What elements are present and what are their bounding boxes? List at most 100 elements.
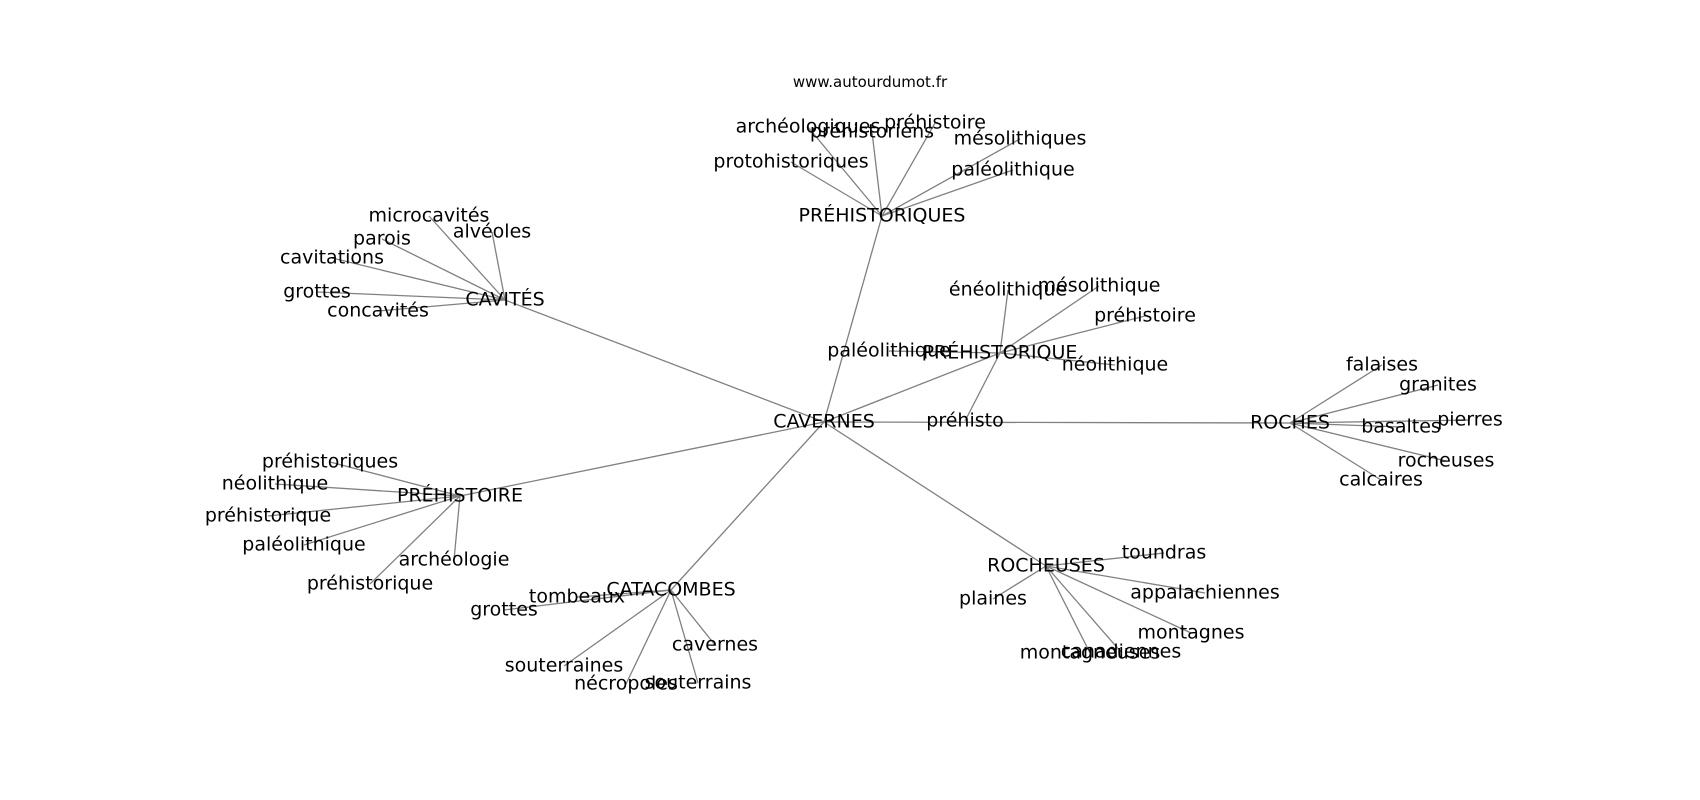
node-leaf: préhistorique: [306, 572, 434, 595]
edge-hub-leaf: [625, 589, 672, 685]
edge-center-hub: [823, 421, 1047, 567]
node-leaf: énéolithique: [948, 278, 1068, 301]
edge-center-hub: [459, 421, 825, 497]
edge-hub-leaf: [1289, 419, 1471, 424]
edge-hub-leaf: [992, 565, 1047, 600]
edge-hub-leaf: [1045, 565, 1192, 634]
edge-hub-leaf: [491, 231, 506, 301]
node-leaf: néolithique: [1061, 353, 1169, 376]
node-leaf: granites: [1399, 373, 1477, 396]
node-leaf: souterrains: [644, 671, 752, 694]
edge-hub-leaf: [1289, 422, 1402, 428]
node-hub: PRÉHISTORIQUE: [922, 341, 1078, 364]
edge-center-hub: [823, 352, 1001, 423]
node-leaf: basaltes: [1361, 415, 1441, 438]
edge-hub-leaf: [888, 350, 1001, 354]
node-leaf: souterraines: [504, 654, 624, 677]
node-leaf: rocheuses: [1397, 449, 1495, 472]
node-leaf: pierres: [1437, 408, 1503, 431]
node-leaf: montagnes: [1137, 621, 1245, 644]
node-leaf: protohistoriques: [713, 150, 869, 173]
edge-hub-leaf: [807, 126, 883, 217]
node-leaf: tombeaux: [528, 585, 626, 608]
node-leaf: préhisto: [926, 409, 1004, 432]
node-hub: PRÉHISTOIRE: [397, 484, 523, 507]
node-leaf: parois: [353, 227, 411, 250]
edge-hub-leaf: [503, 589, 672, 611]
node-hub: PRÉHISTORIQUES: [798, 204, 966, 227]
edge-hub-leaf: [576, 589, 672, 598]
node-leaf: préhistorique: [204, 504, 332, 527]
edge-hub-leaf: [1289, 422, 1382, 481]
edge-center-hub: [504, 299, 825, 423]
edge-hub-leaf: [453, 495, 461, 561]
node-leaf: calcaires: [1339, 468, 1423, 491]
edge-hub-leaf: [1045, 552, 1165, 567]
edge-hub-leaf: [999, 352, 1116, 366]
node-leaf: paléolithique: [951, 158, 1075, 181]
node-leaf: néolithique: [221, 472, 329, 495]
edge-hub-leaf: [316, 291, 506, 301]
node-leaf: appalachiennes: [1130, 581, 1280, 604]
node-leaf: grottes: [283, 280, 351, 303]
edge-center-hub: [823, 215, 883, 423]
edge-hub-leaf: [1289, 422, 1447, 462]
edge-hub-leaf: [881, 122, 936, 217]
node-leaf: canadiennes: [1060, 640, 1182, 663]
edge-center-hub: [823, 421, 1291, 424]
edge-hub-leaf: [881, 138, 1021, 217]
node-hub: ROCHEUSES: [987, 554, 1105, 577]
edge-center-hub: [670, 421, 825, 591]
source-label: www.autourdumot.fr: [792, 73, 948, 91]
node-leaf: paléolithique: [827, 339, 951, 362]
edge-hub-leaf: [1289, 364, 1383, 424]
node-center: CAVERNES: [773, 410, 875, 433]
node-hub: CATACOMBES: [606, 578, 736, 601]
node-leaf: mésolithiques: [953, 127, 1087, 150]
edge-hub-leaf: [381, 238, 506, 301]
edge-hub-leaf: [331, 257, 506, 301]
node-leaf: préhistoriens: [809, 120, 935, 143]
node-leaf: concavités: [327, 299, 429, 322]
edge-hub-leaf: [369, 495, 461, 585]
edge-hub-leaf: [999, 285, 1100, 354]
node-leaf: alvéoles: [452, 220, 532, 243]
node-leaf: cavitations: [280, 246, 384, 269]
edge-hub-leaf: [377, 299, 506, 312]
edge-hub-leaf: [871, 131, 883, 217]
node-leaf: archéologiques: [735, 115, 881, 138]
node-leaf: préhistoire: [1094, 304, 1196, 327]
node-hub: CAVITÉS: [465, 288, 545, 311]
edge-hub-leaf: [964, 352, 1001, 422]
node-leaf: cavernes: [671, 633, 759, 656]
edge-hub-leaf: [329, 461, 461, 497]
node-leaf: microcavités: [368, 204, 490, 227]
edge-hub-leaf: [999, 289, 1009, 354]
node-leaf: archéologie: [398, 548, 510, 571]
edge-hub-leaf: [428, 215, 506, 301]
node-leaf: paléolithique: [242, 533, 366, 556]
node-leaf: nécropoles: [574, 672, 678, 695]
edge-hub-leaf: [274, 483, 461, 497]
edge-hub-leaf: [670, 589, 716, 646]
edge-hub-leaf: [670, 589, 699, 684]
edge-hub-leaf: [1289, 384, 1439, 424]
edge-hub-leaf: [303, 495, 461, 546]
edge-hub-leaf: [267, 495, 461, 517]
node-leaf: mésolithique: [1037, 274, 1161, 297]
node-leaf: falaises: [1345, 353, 1419, 376]
node-leaf: préhistoriques: [261, 450, 399, 473]
edge-hub-leaf: [790, 161, 883, 217]
node-leaf: montagneuses: [1019, 641, 1161, 664]
edge-hub-leaf: [999, 315, 1146, 354]
edge-hub-leaf: [1045, 565, 1091, 654]
edge-hub-leaf: [1045, 565, 1206, 594]
node-leaf: plaines: [959, 587, 1027, 610]
edge-hub-leaf: [563, 589, 672, 667]
node-leaf: grottes: [470, 598, 538, 621]
node-hub: ROCHES: [1250, 411, 1330, 434]
edge-hub-leaf: [881, 169, 1014, 217]
node-leaf: toundras: [1121, 541, 1207, 564]
